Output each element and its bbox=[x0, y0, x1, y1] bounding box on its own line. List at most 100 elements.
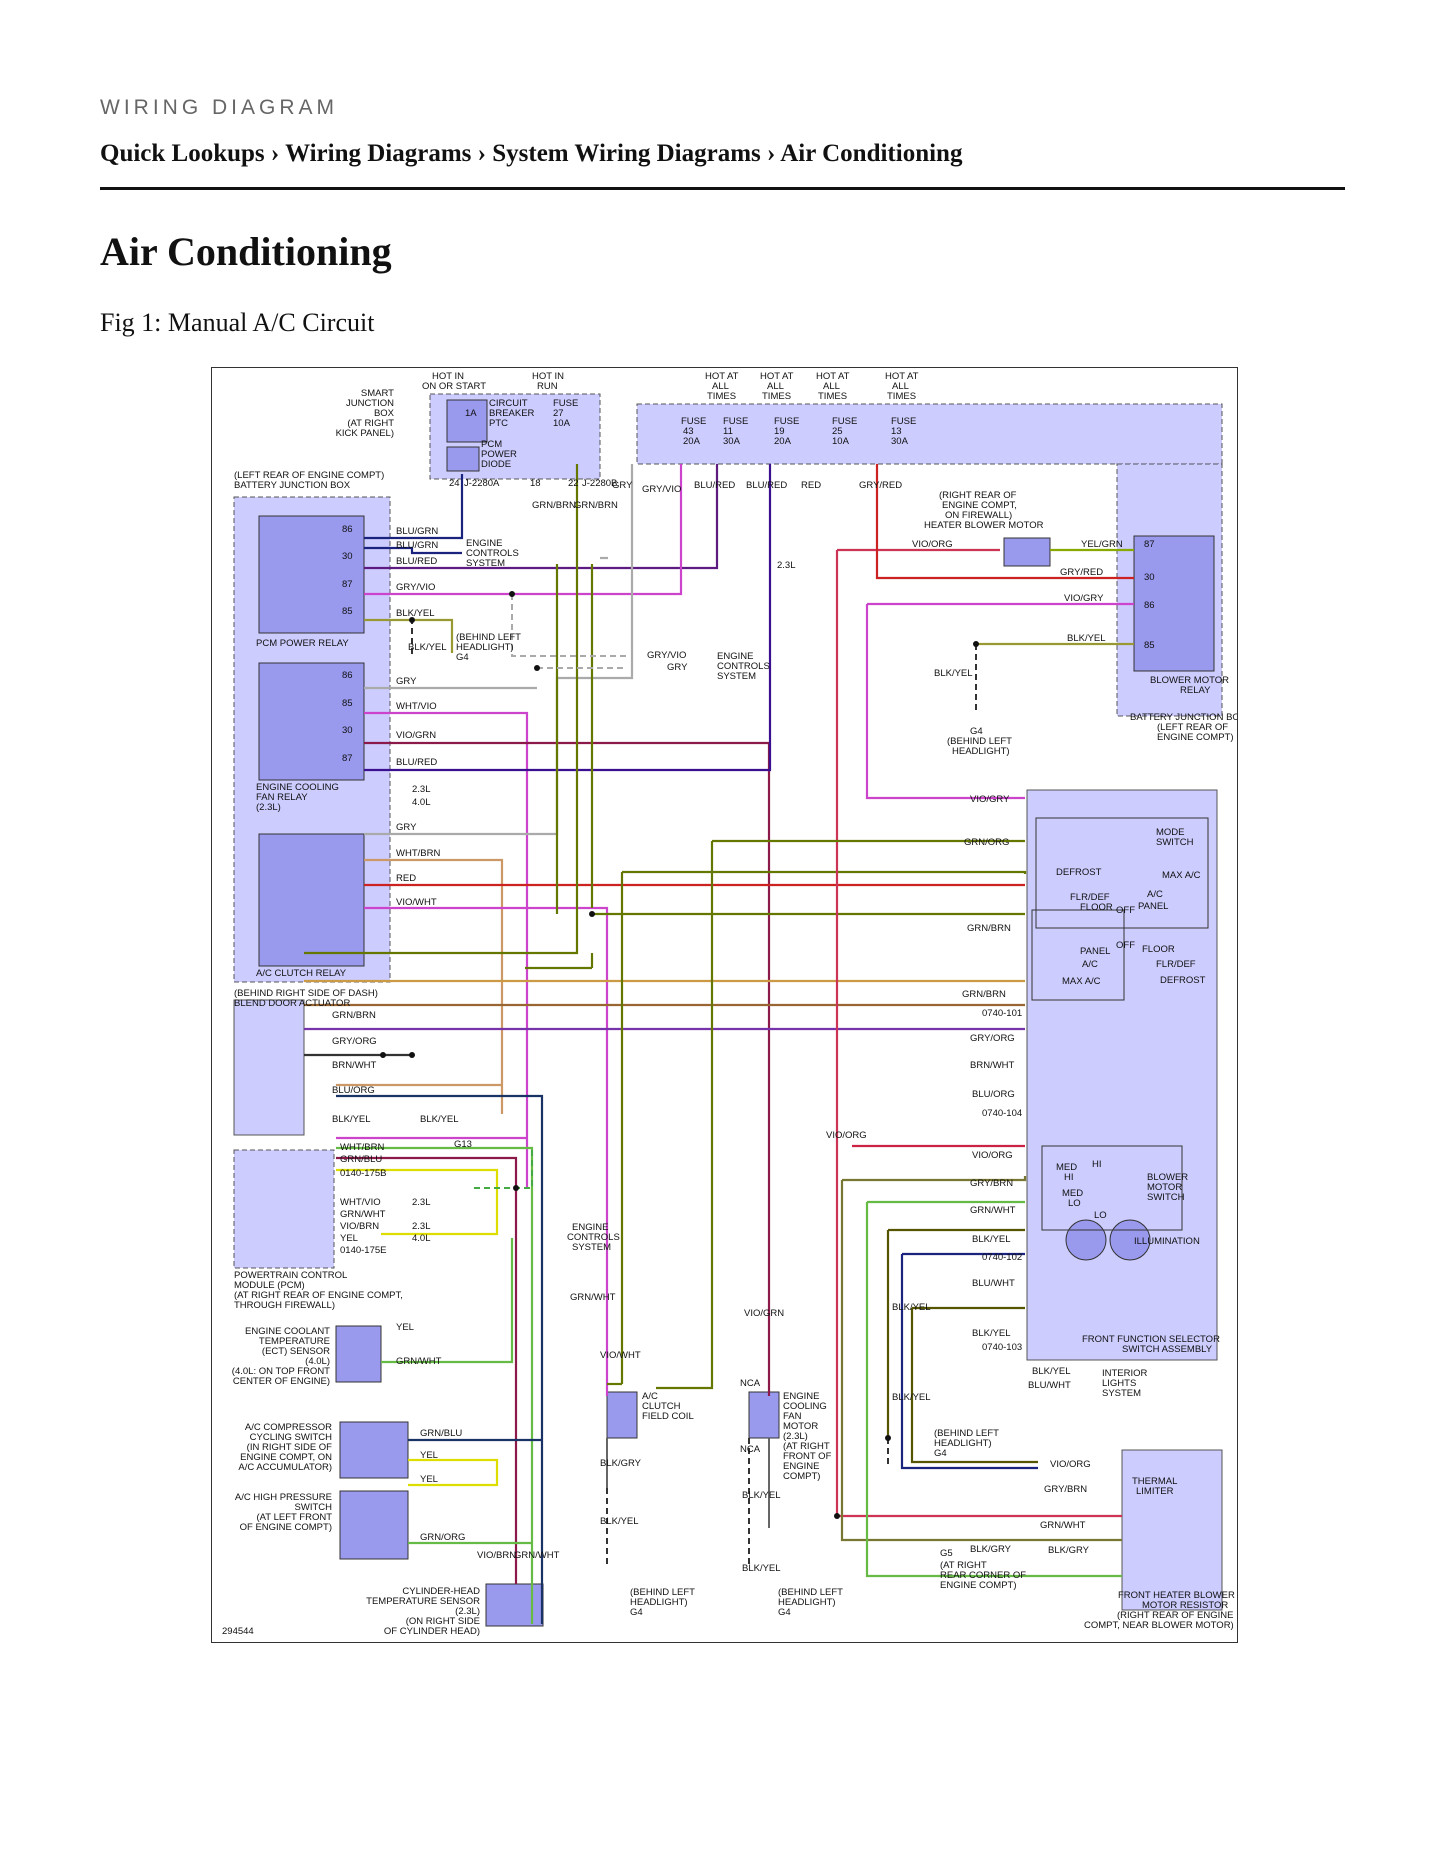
wire-yel-cyc: YEL bbox=[420, 1450, 438, 1461]
wire-blu-org-ffs: BLU/ORG bbox=[972, 1089, 1015, 1100]
heater-blower-motor bbox=[1003, 537, 1051, 567]
wire-vio-org-ffs: VIO/ORG bbox=[972, 1150, 1013, 1161]
breadcrumb-item-system-wiring-diagrams[interactable]: System Wiring Diagrams bbox=[492, 140, 761, 167]
wire-grn-wht-pcm: GRN/WHT bbox=[340, 1209, 386, 1220]
g4-right-2: (BEHIND LEFT bbox=[947, 736, 1012, 747]
blower-med-lo-1: MED bbox=[1062, 1188, 1083, 1199]
g5-label-3: REAR CORNER OF bbox=[940, 1570, 1026, 1581]
wire-grn-brn-bda: GRN/BRN bbox=[332, 1010, 376, 1021]
breadcrumb-item-quick-lookups[interactable]: Quick Lookups bbox=[100, 140, 265, 167]
wire-blk-yel-fan: BLK/YEL bbox=[742, 1490, 781, 1501]
fuse13-num: 13 bbox=[891, 426, 902, 437]
wire-vio-grn-fan: VIO/GRN bbox=[744, 1308, 784, 1319]
cooling-fan-relay-label-3: (2.3L) bbox=[256, 802, 281, 813]
bda-label-1: (BEHIND RIGHT SIDE OF DASH) bbox=[234, 988, 378, 999]
ect-label-6: CENTER OF ENGINE) bbox=[233, 1376, 330, 1387]
g4-left-1: (BEHIND LEFT bbox=[456, 632, 521, 643]
wire-brn-wht-bda: BRN/WHT bbox=[332, 1060, 377, 1071]
g5-label-2: (AT RIGHT bbox=[940, 1560, 987, 1571]
bmr-pin85: 85 bbox=[1144, 640, 1155, 651]
ffs-label-1: FRONT FUNCTION SELECTOR bbox=[1082, 1334, 1220, 1345]
mode-panel-2: PANEL bbox=[1080, 946, 1110, 957]
wire-blu-red-top: BLU/RED bbox=[694, 480, 735, 491]
pcm-power-diode bbox=[446, 446, 480, 472]
wire-vio-wht-coil: VIO/WHT bbox=[600, 1350, 641, 1361]
cycling-label-5: A/C ACCUMULATOR) bbox=[238, 1462, 332, 1473]
wire-wht-vio-pcm: WHT/VIO bbox=[340, 1197, 381, 1208]
blower-med-lo-2: LO bbox=[1068, 1198, 1081, 1209]
fan-label-3: FAN bbox=[783, 1411, 802, 1422]
fuse43-amps: 20A bbox=[683, 436, 701, 447]
wire-blk-gry-g5: BLK/GRY bbox=[970, 1544, 1012, 1555]
wire-gry-red: GRY/RED bbox=[1060, 567, 1103, 578]
diode-label-2: POWER bbox=[481, 449, 517, 460]
bmr-pin86: 86 bbox=[1144, 600, 1155, 611]
ac-clutch-relay-label: A/C CLUTCH RELAY bbox=[256, 968, 347, 979]
pcm-label-4: THROUGH FIREWALL) bbox=[234, 1300, 335, 1311]
wire-gry-vio: GRY/VIO bbox=[396, 582, 435, 593]
ect-label-3: (ECT) SENSOR bbox=[262, 1346, 330, 1357]
hps-label-1: A/C HIGH PRESSURE bbox=[235, 1492, 332, 1503]
fuse13-label: FUSE bbox=[891, 416, 916, 427]
fuse11-label: FUSE bbox=[723, 416, 748, 427]
mode-max-ac-2: MAX A/C bbox=[1062, 976, 1101, 987]
figure-caption: Fig 1: Manual A/C Circuit bbox=[100, 308, 375, 337]
pcm-power-relay bbox=[258, 515, 365, 634]
wire-blk-yel-mid-2: BLK/YEL bbox=[892, 1392, 931, 1403]
wire-blu-red-top-2: BLU/RED bbox=[746, 480, 787, 491]
wiring-diagram-svg: HOT IN ON OR START HOT IN RUN HOT AT ALL… bbox=[222, 371, 1247, 1637]
g4-blower-2: HEADLIGHT) bbox=[934, 1438, 992, 1449]
sjb-label-2: JUNCTION bbox=[346, 398, 394, 409]
wire-blk-yel-fan-2: BLK/YEL bbox=[742, 1563, 781, 1574]
fuse43-label: FUSE bbox=[681, 416, 706, 427]
hot-at-all-times-1a: HOT AT bbox=[705, 371, 739, 382]
blower-switch-label-1: BLOWER bbox=[1147, 1172, 1188, 1183]
hot-at-all-times-2c: TIMES bbox=[762, 391, 791, 402]
hot-at-all-times-4c: TIMES bbox=[887, 391, 916, 402]
fuse27-num: 27 bbox=[553, 408, 564, 419]
relay2-pin30: 30 bbox=[342, 725, 353, 736]
breadcrumb-item-air-conditioning[interactable]: Air Conditioning bbox=[780, 140, 963, 167]
breadcrumb: Quick Lookups › Wiring Diagrams › System… bbox=[100, 140, 962, 168]
sjb-label-1: SMART bbox=[361, 388, 394, 399]
pin-22: 22 bbox=[568, 478, 579, 489]
connector-j2280b: J-2280B bbox=[582, 478, 617, 489]
wire-gry-org-ffs: GRY/ORG bbox=[970, 1033, 1015, 1044]
cooling-fan-relay-label-2: FAN RELAY bbox=[256, 792, 308, 803]
relay1-pin87: 87 bbox=[342, 579, 353, 590]
wire-gry-ecs: GRY bbox=[667, 662, 688, 673]
g13-label: G13 bbox=[454, 1139, 472, 1150]
fuse43-num: 43 bbox=[683, 426, 694, 437]
fan-label-9: COMPT) bbox=[783, 1471, 820, 1482]
g5-label-1: G5 bbox=[940, 1548, 953, 1559]
fan-label-6: (AT RIGHT bbox=[783, 1441, 830, 1452]
ils-label-3: SYSTEM bbox=[1102, 1388, 1141, 1399]
blower-med-hi-2: HI bbox=[1064, 1172, 1074, 1183]
fan-label-1: ENGINE bbox=[783, 1391, 819, 1402]
bmr-label-1: BLOWER MOTOR bbox=[1150, 675, 1229, 686]
bmr-pin30: 30 bbox=[1144, 572, 1155, 583]
cycling-label-1: A/C COMPRESSOR bbox=[245, 1422, 332, 1433]
blower-motor-label-2: ENGINE COMPT, bbox=[942, 500, 1017, 511]
wire-vio-org-res: VIO/ORG bbox=[1050, 1459, 1091, 1470]
fuse19-amps: 20A bbox=[774, 436, 792, 447]
bmr-label-2: RELAY bbox=[1180, 685, 1211, 696]
cb-label-1: CIRCUIT bbox=[489, 398, 528, 409]
coil-label-1: A/C bbox=[642, 1391, 658, 1402]
nca-1: NCA bbox=[740, 1378, 761, 1389]
blower-motor-relay bbox=[1133, 535, 1215, 672]
cycling-label-3: (IN RIGHT SIDE OF bbox=[247, 1442, 333, 1453]
fan-label-5: (2.3L) bbox=[783, 1431, 808, 1442]
hot-in-run-label-2: RUN bbox=[537, 381, 558, 392]
mode-switch-label-2: SWITCH bbox=[1156, 837, 1194, 848]
g4-fan-2: HEADLIGHT) bbox=[778, 1597, 836, 1608]
breadcrumb-item-wiring-diagrams[interactable]: Wiring Diagrams bbox=[285, 140, 472, 167]
mode-switch bbox=[1035, 817, 1209, 929]
wire-blu-wht-ils: BLU/WHT bbox=[1028, 1380, 1071, 1391]
breadcrumb-separator: › bbox=[270, 140, 280, 167]
pcm-power-relay-label: PCM POWER RELAY bbox=[256, 638, 349, 649]
blower-switch-label-2: MOTOR bbox=[1147, 1182, 1182, 1193]
sjb-label-5: KICK PANEL) bbox=[336, 428, 394, 439]
wire-blk-yel: BLK/YEL bbox=[396, 608, 435, 619]
fan-label-2: COOLING bbox=[783, 1401, 827, 1412]
